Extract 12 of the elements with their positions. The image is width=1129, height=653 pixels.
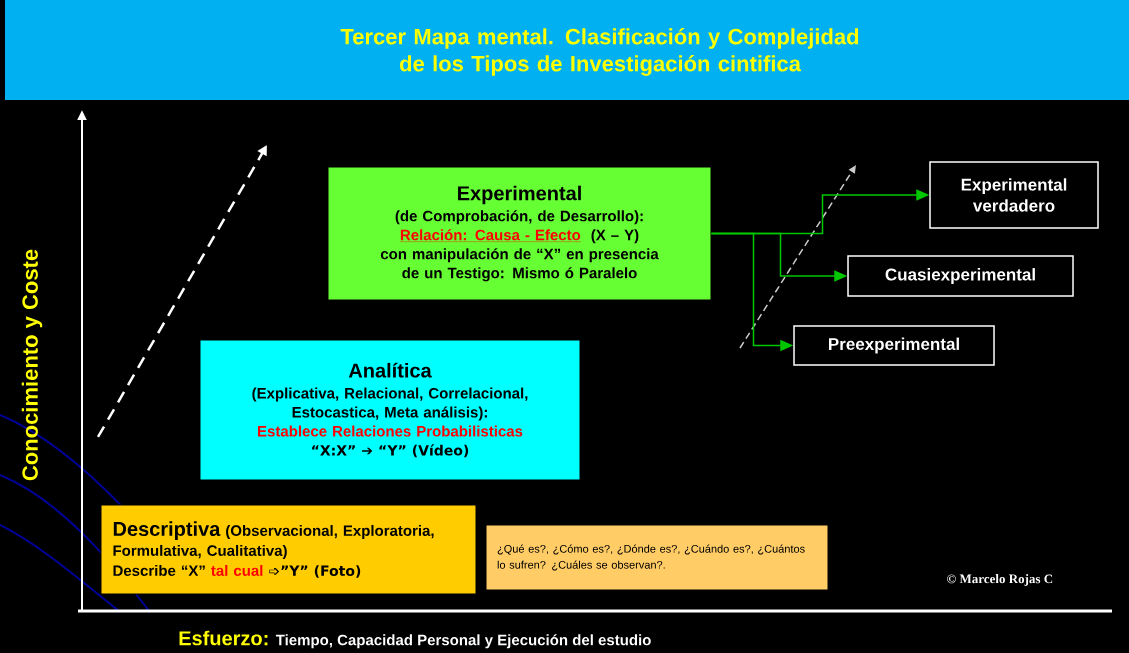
- process-box: Descriptiva (Observacional, Exploratoria, Formulativa, Cualitativa) Describe “X” tal cual ➩”Y” (Foto): [100, 504, 477, 595]
- type-box: Cuasiexperimental: [847, 255, 1074, 297]
- axis-label: Esfuerzo:: [179, 630, 268, 646]
- axis-label: Tiempo, Capacidad Personal y Ejecución del estudio: [275, 634, 651, 649]
- axis-label: Conocimiento y Coste: [21, 249, 43, 481]
- note-box: ¿Qué es?, ¿Cómo es?, ¿Dónde es?, ¿Cuándo es?, ¿Cuántos lo sufren? ¿Cuáles se observan?.: [485, 524, 829, 591]
- copyright-note: © Marcelo Rojas C: [947, 574, 1053, 586]
- type-box: Experimental verdadero: [929, 161, 1099, 229]
- process-box: Analítica (Explicativa, Relacional, Correlacional, Estocastica, Meta análisis): Establece Relaciones Probabilisticas “X:X” ➔ “Y” (Vídeo): [199, 339, 581, 481]
- title-banner: Tercer Mapa mental. Clasificación y Complejidad de los Tipos de Investigación cintifica: [5, 0, 1129, 100]
- process-box: Experimental (de Comprobación, de Desarrollo): Relación: Causa - Efecto (X – Y) con manipulación de “X” en presencia de un Testigo: Mismo ó Paralelo: [327, 166, 712, 301]
- type-box: Preexperimental: [793, 325, 995, 366]
